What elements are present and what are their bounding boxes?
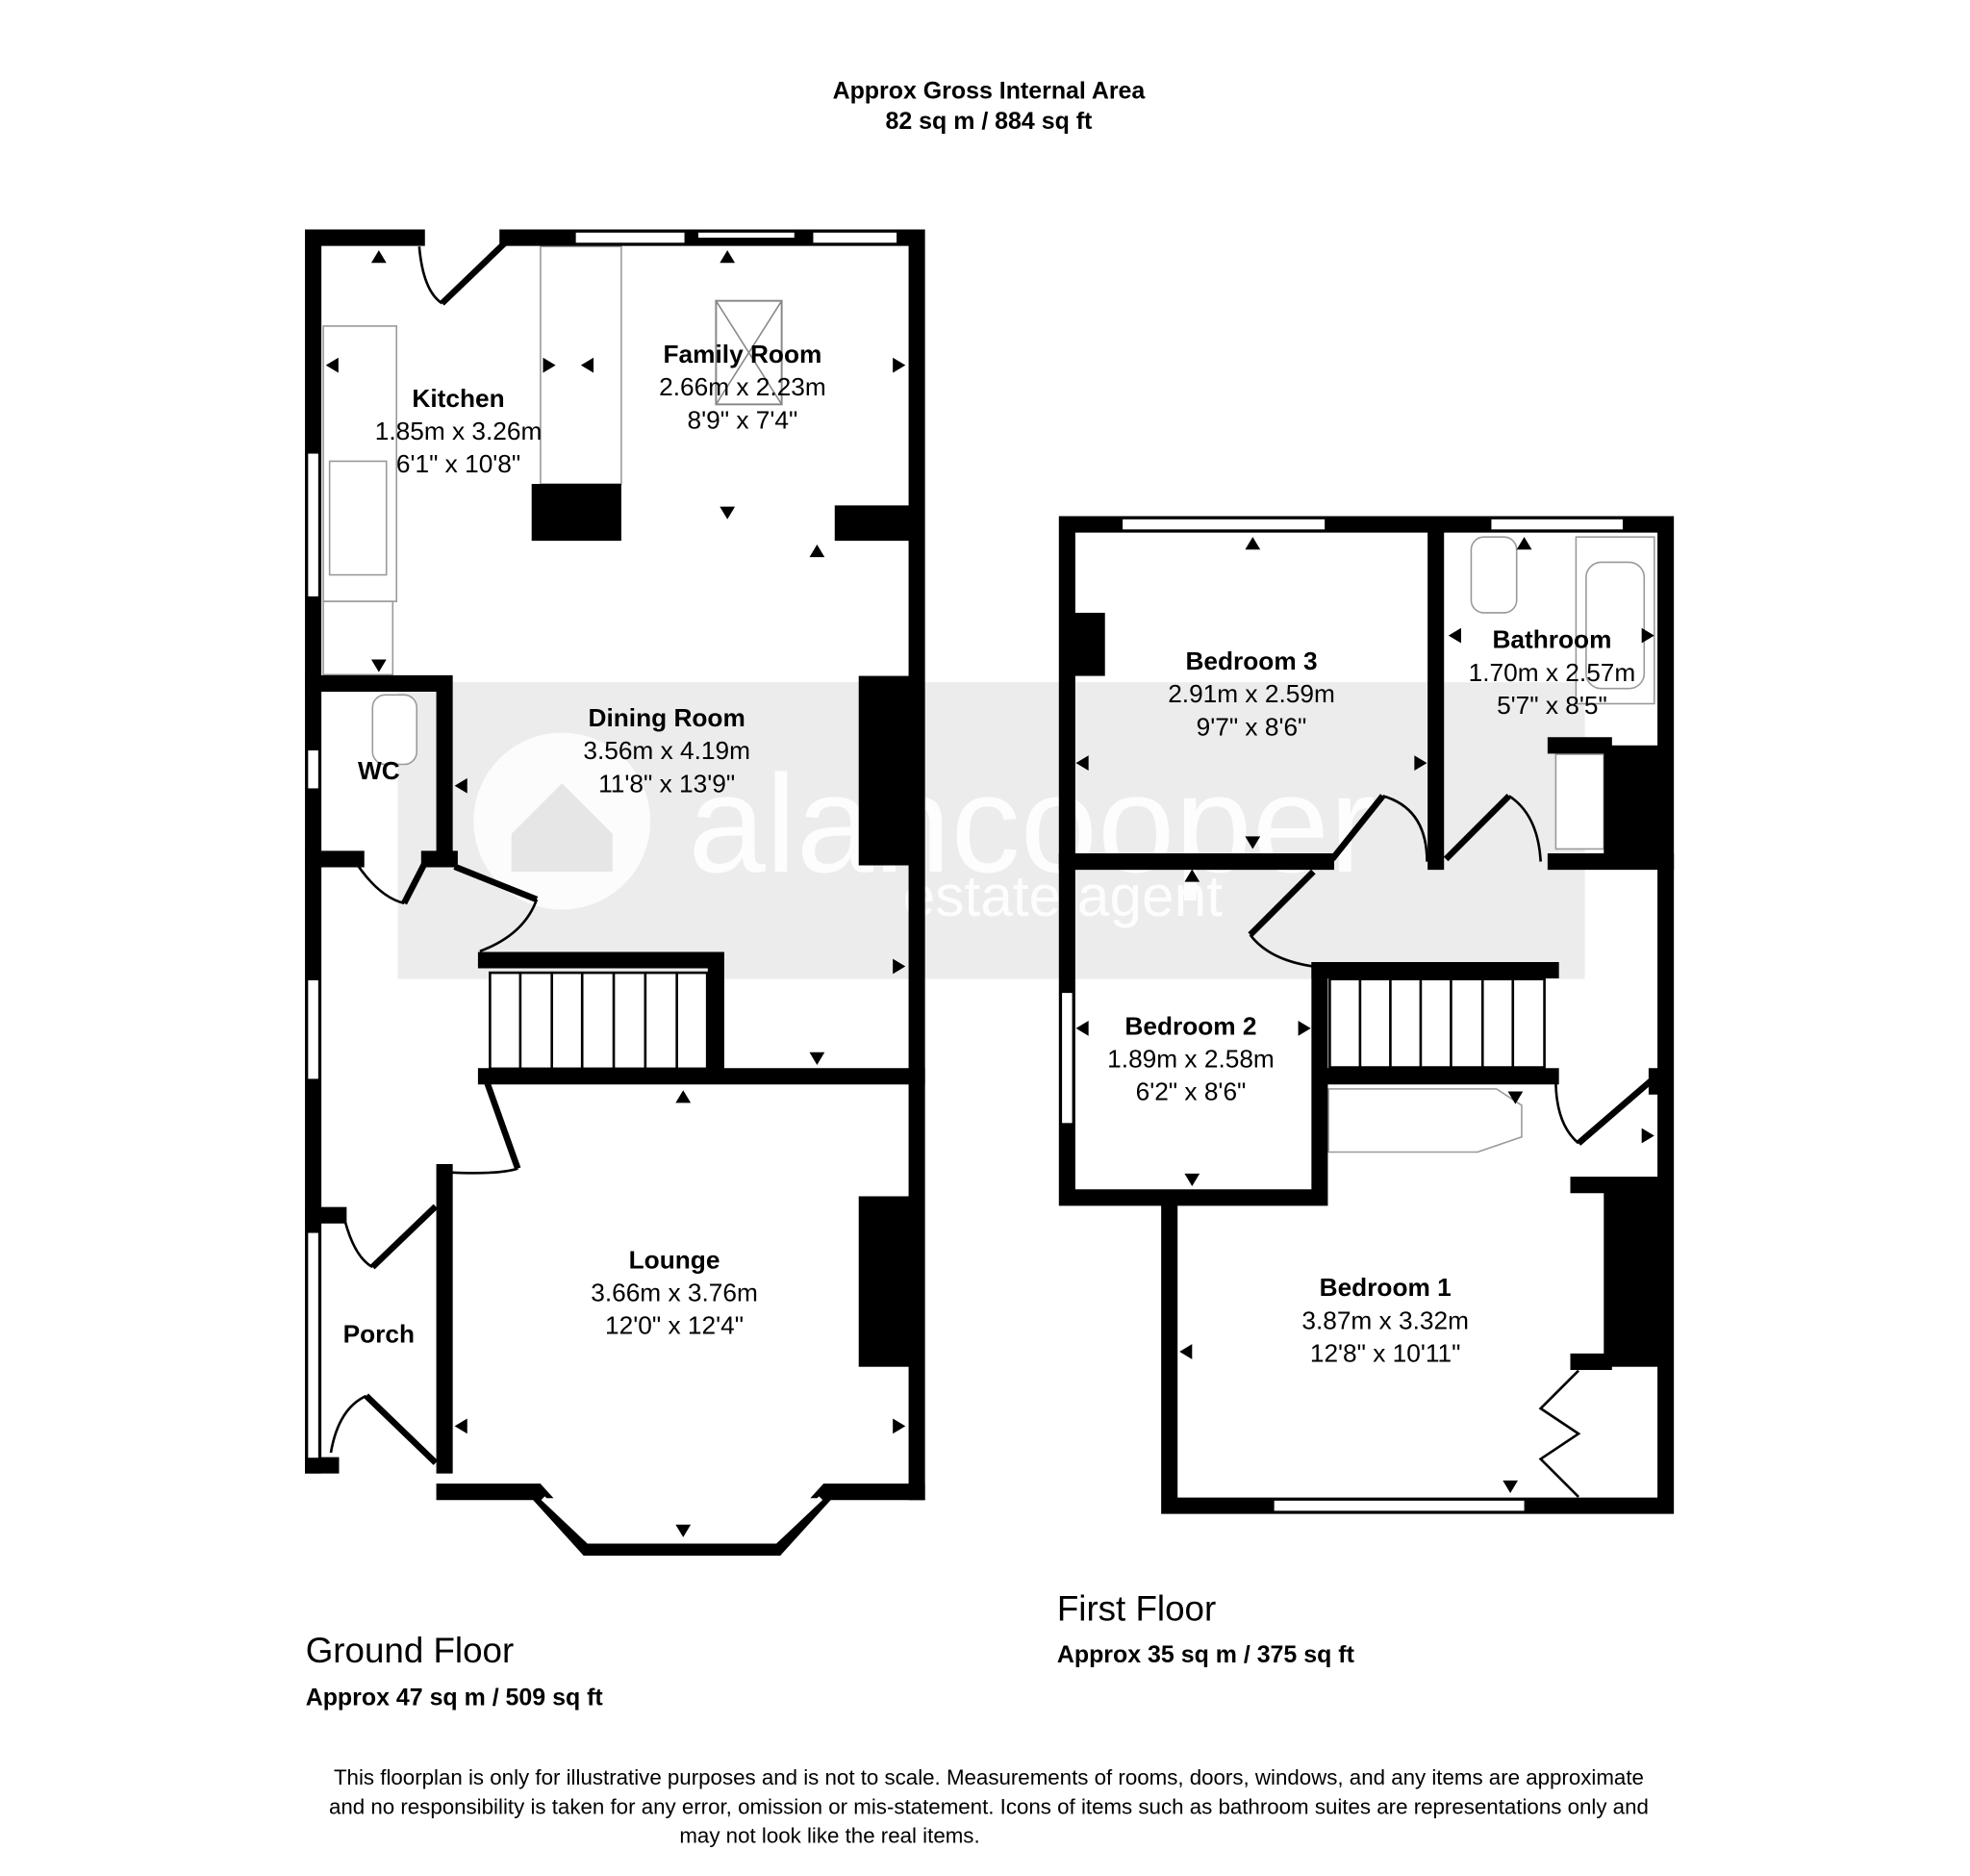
room-lounge: Lounge 3.66m x 3.76m 12'0" x 12'4"	[591, 1245, 758, 1339]
ground-floor-plan: Kitchen 1.85m x 3.26m 6'1" x 10'8" Famil…	[305, 229, 925, 1556]
svg-text:9'7" x 8'6": 9'7" x 8'6"	[1197, 712, 1307, 741]
house-logo-icon	[511, 783, 613, 873]
svg-text:This floorplan is only for ill: This floorplan is only for illustrative …	[334, 1765, 1644, 1789]
svg-text:12'8" x 10'11": 12'8" x 10'11"	[1310, 1338, 1461, 1367]
ground-floor-title: Ground Floor	[306, 1631, 515, 1670]
first-floor-title: First Floor	[1057, 1589, 1216, 1629]
svg-text:Lounge: Lounge	[629, 1245, 720, 1274]
svg-text:3.56m x 4.19m: 3.56m x 4.19m	[583, 736, 750, 765]
svg-text:Bedroom 1: Bedroom 1	[1320, 1273, 1452, 1302]
toilet-icon	[371, 694, 418, 766]
room-dining-room: Dining Room 3.56m x 4.19m 11'8" x 13'9"	[583, 703, 750, 798]
sink-icon	[328, 460, 388, 576]
svg-text:8'9" x 7'4": 8'9" x 7'4"	[688, 405, 798, 434]
svg-text:may not look like the real ite: may not look like the real items.	[679, 1824, 979, 1848]
ground-floor-area: Approx 47 sq m / 509 sq ft	[306, 1685, 603, 1711]
svg-text:Kitchen: Kitchen	[412, 384, 504, 413]
svg-text:6'1" x 10'8": 6'1" x 10'8"	[396, 449, 520, 478]
svg-text:2.66m x 2.23m: 2.66m x 2.23m	[659, 372, 826, 401]
room-porch: Porch	[343, 1320, 415, 1349]
toilet-icon	[1470, 536, 1518, 614]
first-floor-plan: Bedroom 3 2.91m x 2.59m 9'7" x 8'6" Bath…	[1058, 516, 1675, 1514]
watermark: alancooper estate agent	[397, 682, 1585, 979]
svg-text:1.70m x 2.57m: 1.70m x 2.57m	[1469, 658, 1636, 687]
basin-icon	[1554, 753, 1605, 850]
svg-text:Family Room: Family Room	[664, 340, 822, 368]
svg-text:5'7" x 8'5": 5'7" x 8'5"	[1497, 691, 1607, 720]
svg-text:6'2" x 8'6": 6'2" x 8'6"	[1136, 1077, 1247, 1106]
room-wc: WC	[358, 756, 400, 785]
svg-text:3.66m x 3.76m: 3.66m x 3.76m	[591, 1278, 758, 1306]
room-bedroom-1: Bedroom 1 3.87m x 3.32m 12'8" x 10'11"	[1301, 1273, 1469, 1367]
disclaimer: This floorplan is only for illustrative …	[329, 1765, 1649, 1847]
svg-text:11'8" x 13'9": 11'8" x 13'9"	[598, 769, 735, 798]
stairs-icon	[1328, 977, 1546, 1069]
svg-text:1.89m x 2.58m: 1.89m x 2.58m	[1107, 1045, 1275, 1074]
svg-text:2.91m x 2.59m: 2.91m x 2.59m	[1168, 679, 1335, 708]
first-floor-area: Approx 35 sq m / 375 sq ft	[1057, 1641, 1354, 1668]
stairs-icon	[489, 971, 709, 1071]
watermark-brand: alancooper	[688, 746, 1376, 901]
room-bedroom-2: Bedroom 2 1.89m x 2.58m 6'2" x 8'6"	[1107, 1011, 1275, 1105]
svg-text:and no responsibility is taken: and no responsibility is taken for any e…	[329, 1794, 1649, 1818]
skylight-icon	[715, 299, 783, 406]
svg-text:Bedroom 2: Bedroom 2	[1124, 1011, 1256, 1040]
header-area: 82 sq m / 884 sq ft	[886, 108, 1093, 135]
svg-text:Bathroom: Bathroom	[1492, 625, 1611, 654]
room-bedroom-3: Bedroom 3 2.91m x 2.59m 9'7" x 8'6"	[1168, 646, 1335, 741]
room-family-room: Family Room 2.66m x 2.23m 8'9" x 7'4"	[659, 340, 826, 434]
svg-text:Dining Room: Dining Room	[589, 703, 745, 732]
svg-text:3.87m x 3.32m: 3.87m x 3.32m	[1301, 1306, 1469, 1334]
header-title: Approx Gross Internal Area	[833, 78, 1147, 105]
room-kitchen: Kitchen 1.85m x 3.26m 6'1" x 10'8"	[375, 384, 543, 478]
svg-text:12'0" x 12'4": 12'0" x 12'4"	[605, 1311, 744, 1340]
svg-text:Bedroom 3: Bedroom 3	[1185, 646, 1317, 675]
svg-text:1.85m x 3.26m: 1.85m x 3.26m	[375, 417, 543, 445]
room-bathroom: Bathroom 1.70m x 2.57m 5'7" x 8'5"	[1469, 625, 1636, 720]
